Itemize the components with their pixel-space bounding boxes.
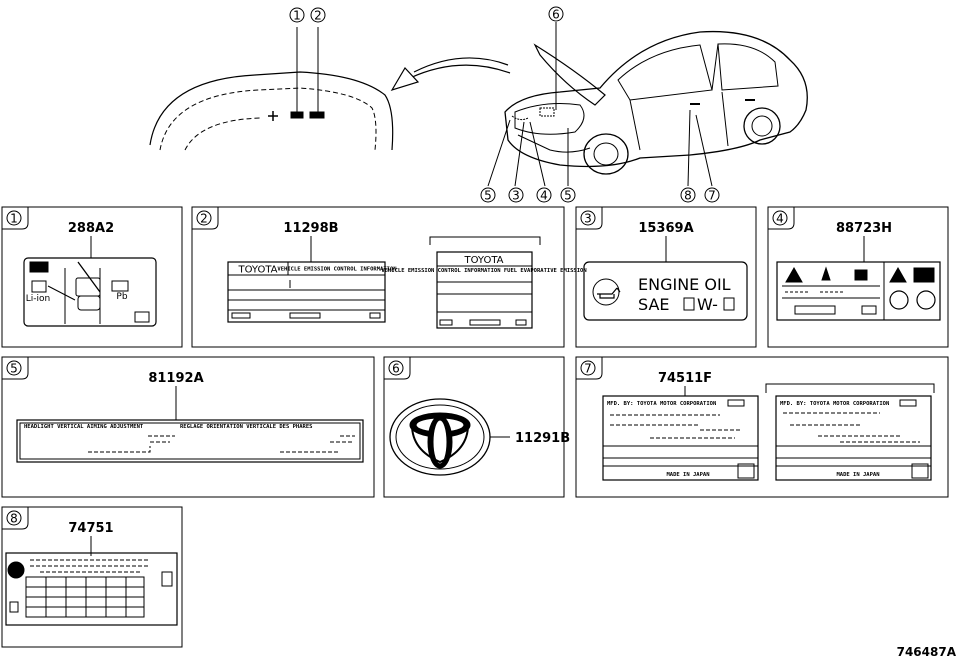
panel-1: 1 288A2 Li-ion Pb (1, 206, 183, 348)
warning-triangle-icon (785, 266, 803, 283)
brand-text: TOYOTA (237, 265, 277, 276)
panel-2-part-number: 11298B (283, 221, 338, 236)
warning-triangle-icon-2 (889, 266, 907, 283)
diagram-id: 746487A (897, 645, 957, 659)
panel-8: 8 74751 (1, 506, 183, 648)
brand-text-2: TOYOTA (463, 255, 503, 266)
label-2-location (309, 111, 325, 119)
panel-4-number: 4 (776, 212, 784, 226)
emission-header: VEHICLE EMISSION CONTROL INFORMATION (277, 267, 396, 273)
panel-5-number: 5 (10, 362, 18, 376)
panel-2-number: 2 (200, 212, 208, 226)
label-1-location (290, 111, 304, 119)
panel-1-part-number: 288A2 (68, 221, 114, 236)
made-in-japan-text: MADE IN JAPAN (666, 472, 709, 478)
panel-3-part-number: 15369A (638, 221, 693, 236)
sae-text: SAE (638, 295, 670, 314)
callout-3: 3 (512, 189, 520, 203)
callout-5a: 5 (484, 189, 492, 203)
oil-can-icon (597, 287, 621, 299)
mfd-text: MFD. BY: TOYOTA MOTOR CORPORATION (607, 401, 716, 407)
panel-5-part-number: 81192A (148, 371, 203, 386)
panel-5: 5 81192A HEADLIGHT VERTICAL AIMING ADJUS… (1, 356, 375, 498)
made-in-japan-text-2: MADE IN JAPAN (836, 472, 879, 478)
panel-1-number: 1 (10, 212, 18, 226)
callout-4: 4 (540, 189, 548, 203)
toyota-emblem-icon (389, 398, 491, 476)
mfd-text-2: MFD. BY: TOYOTA MOTOR CORPORATION (780, 401, 889, 407)
callout-8: 8 (684, 189, 692, 203)
arrow-left-icon (409, 64, 511, 79)
pb-text: Pb (116, 292, 127, 302)
emission-header-2: VEHICLE EMISSION CONTROL INFORMATION FUE… (381, 268, 586, 274)
w-text: W- (697, 295, 718, 314)
liion-text: Li-ion (26, 294, 50, 304)
manual-icon (913, 267, 935, 283)
callout-1: 1 (293, 9, 301, 23)
callout-6: 6 (552, 8, 560, 22)
panel-6-part-number: 11291B (515, 431, 570, 446)
panel-7-part-number: 74511F (658, 371, 712, 386)
callout-2: 2 (314, 9, 322, 23)
flame-icon (821, 266, 831, 281)
panel-6: 6 11291B (383, 356, 570, 498)
panel-7-number: 7 (584, 362, 592, 376)
car-illustration: 6 5 3 4 5 8 7 (480, 6, 808, 203)
eye-protection-icon (889, 290, 909, 310)
panel-2: 2 11298B TOYOTA VEHICLE EMISSION CONTROL… (191, 206, 587, 348)
panel-8-number: 8 (10, 512, 18, 526)
panel-4: 4 88723H (767, 206, 949, 348)
panel-6-number: 6 (392, 362, 400, 376)
plus-mark-icon (268, 111, 278, 121)
panel-7: 7 74511F MFD. BY: TOYOTA MOTOR CORPORATI… (575, 356, 949, 498)
callout-7: 7 (708, 189, 716, 203)
reglage-text: REGLAGE ORIENTATION VERTICALE DES PHARES (180, 424, 312, 430)
panel-3-number: 3 (584, 212, 592, 226)
callout-5b: 5 (564, 189, 572, 203)
panel-4-part-number: 88723H (836, 221, 892, 236)
panel-8-part-number: 74751 (68, 521, 113, 536)
panel-3: 3 15369A ENGINE OIL SAE W- (575, 206, 757, 348)
tire-icon (7, 561, 25, 579)
hood-detail: 1 2 (149, 7, 511, 151)
battery-icon (854, 269, 868, 281)
engine-oil-text: ENGINE OIL (638, 275, 731, 294)
headlight-text: HEADLIGHT VERTICAL AIMING ADJUSTMENT (24, 424, 144, 430)
